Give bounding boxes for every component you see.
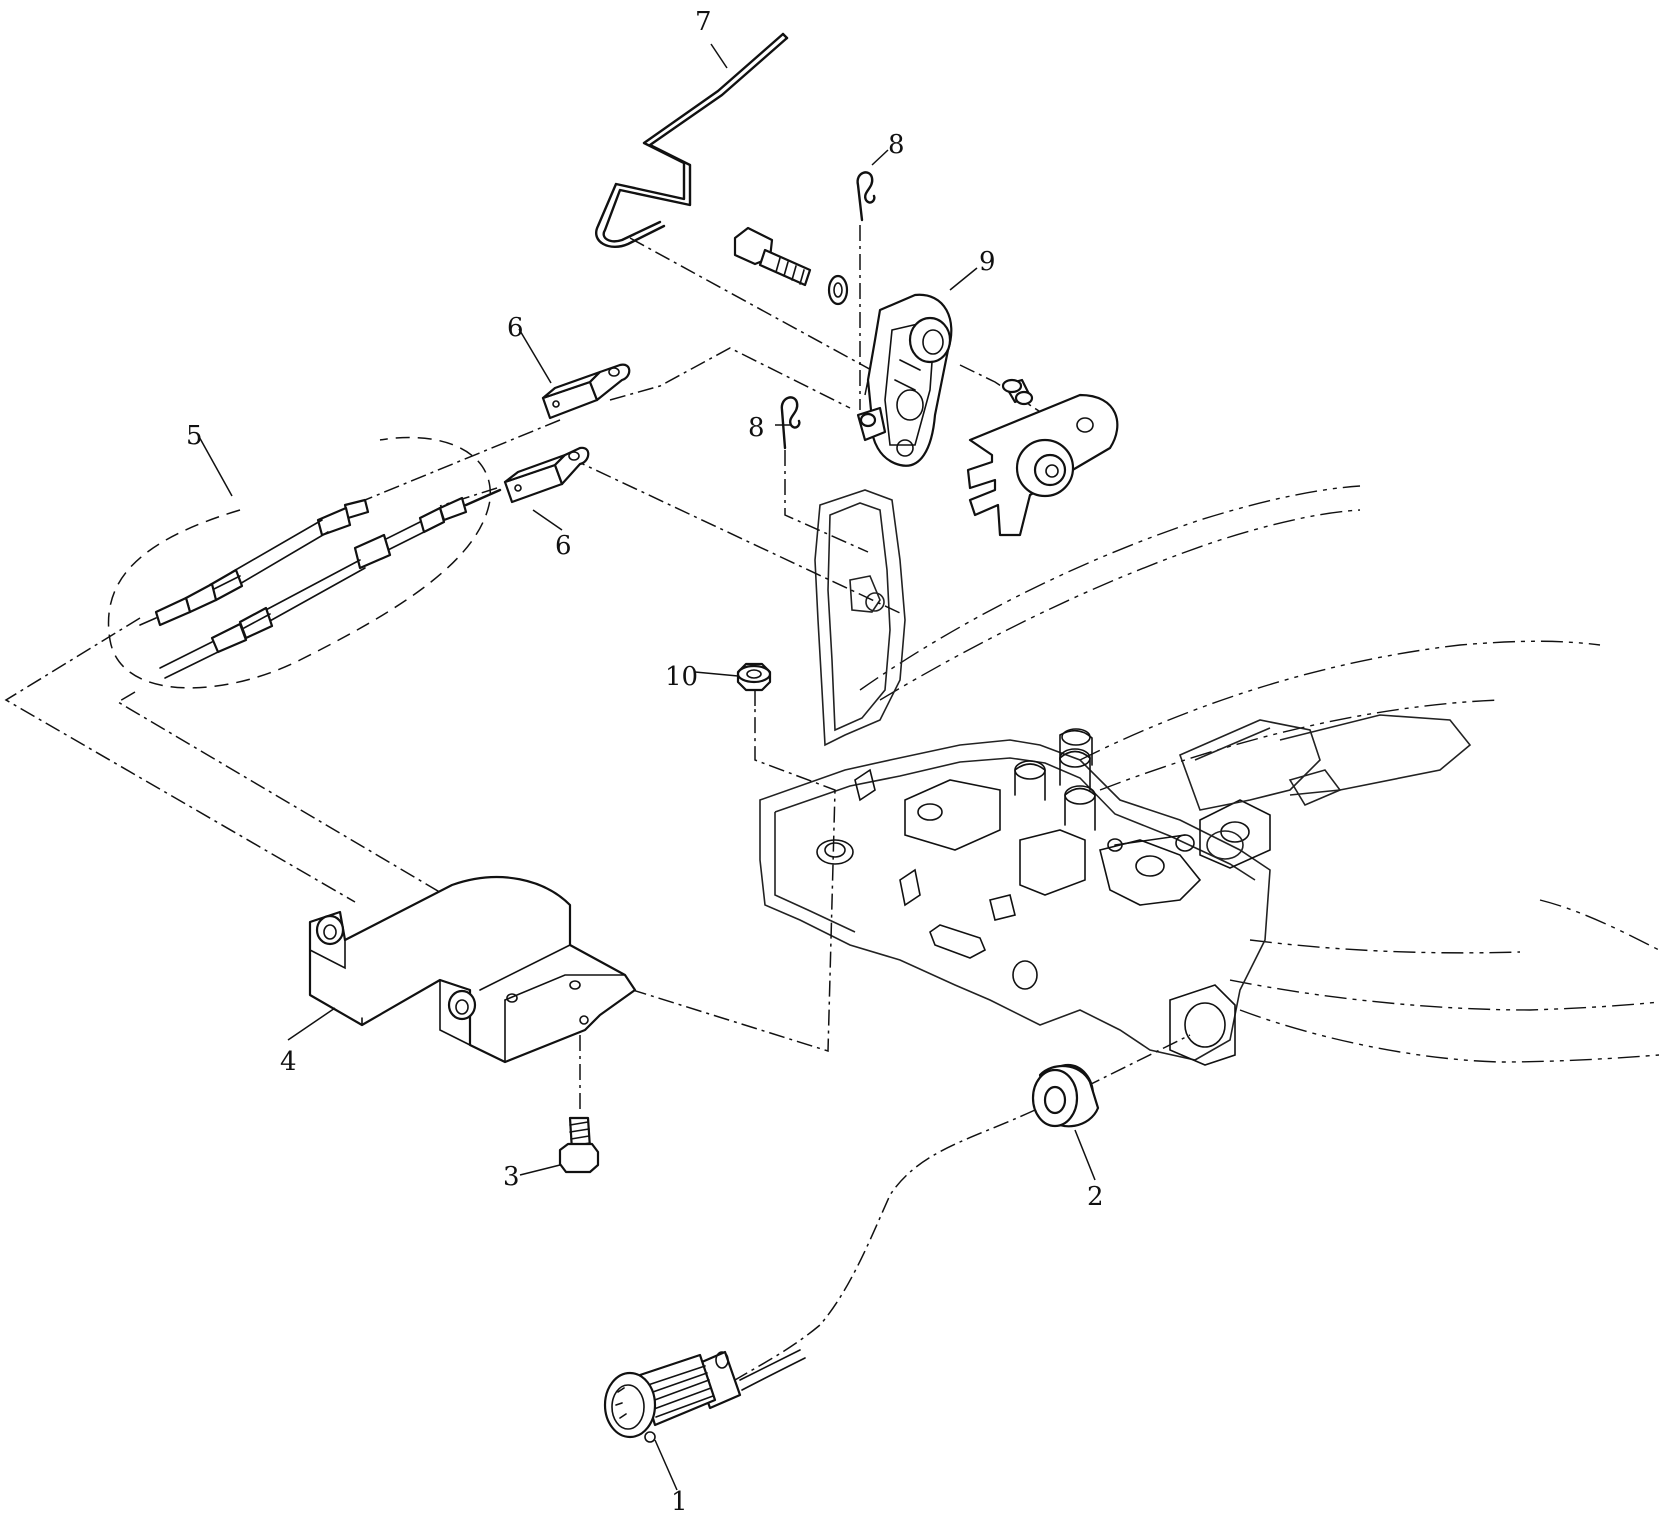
callout-leaders bbox=[196, 43, 1096, 1491]
part-8-r-clip-upper bbox=[856, 171, 876, 222]
callout-6-lower: 6 bbox=[555, 531, 572, 561]
linkage-arm-outline bbox=[1178, 714, 1472, 860]
callout-7: 7 bbox=[695, 7, 712, 37]
callout-4: 4 bbox=[280, 1047, 297, 1077]
part-3-bolt bbox=[558, 1116, 600, 1174]
bolt-and-washer bbox=[733, 226, 849, 306]
engine-block-details bbox=[854, 728, 1271, 1066]
part-4-cable-bracket bbox=[308, 875, 637, 1064]
part-9-shift-lever bbox=[856, 293, 953, 467]
part-7-shift-rod bbox=[595, 32, 789, 249]
bushing bbox=[1001, 378, 1034, 406]
callout-labels: 7 8 9 6 8 5 6 10 4 3 2 1 bbox=[186, 7, 1104, 1514]
engine-mount-plate bbox=[759, 489, 1271, 1061]
callout-10: 10 bbox=[665, 662, 698, 692]
part-6-clevis-lower bbox=[503, 446, 590, 504]
part-5-control-cables bbox=[139, 488, 502, 679]
part-2-grommet bbox=[1031, 1063, 1100, 1128]
part-1-harness-connector bbox=[603, 1349, 806, 1443]
pivot-bracket bbox=[966, 393, 1119, 537]
callout-8-upper: 8 bbox=[888, 130, 905, 160]
callout-3: 3 bbox=[503, 1162, 520, 1192]
callout-6-upper: 6 bbox=[507, 313, 524, 343]
callout-1: 1 bbox=[671, 1487, 688, 1514]
callout-5: 5 bbox=[186, 421, 203, 451]
nut-seat bbox=[816, 839, 854, 865]
callout-8-lower: 8 bbox=[748, 413, 765, 443]
engine-housing-outline bbox=[859, 485, 1659, 1063]
part-10-nut bbox=[736, 662, 772, 692]
part-6-clevis-upper bbox=[541, 363, 631, 420]
callout-9: 9 bbox=[979, 247, 996, 277]
part-8-r-clip-lower bbox=[780, 396, 801, 450]
callout-2: 2 bbox=[1087, 1182, 1104, 1212]
